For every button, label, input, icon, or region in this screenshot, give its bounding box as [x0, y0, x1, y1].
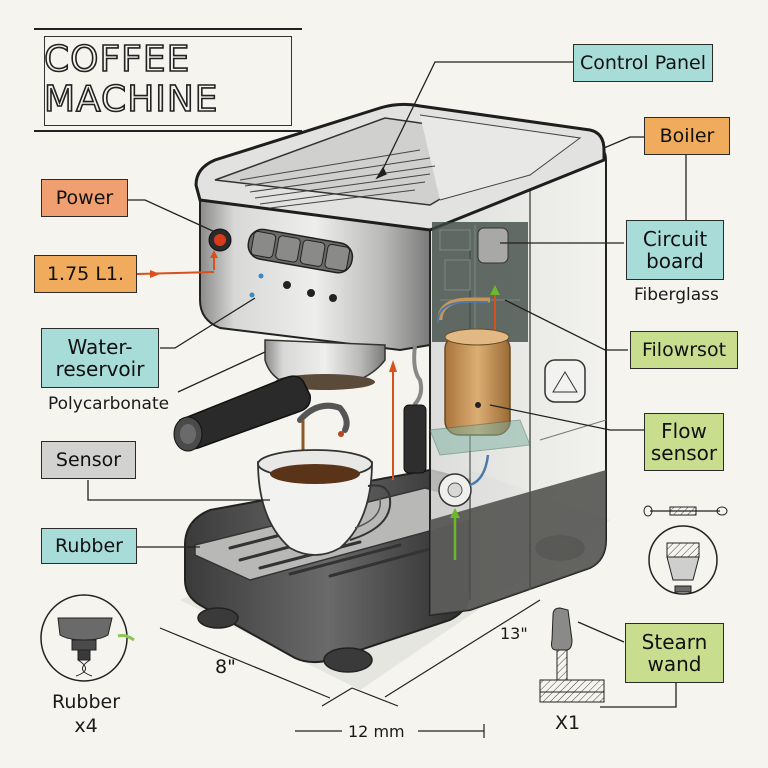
- rubber-foot-callout: [40, 594, 135, 682]
- label-rubber-text: Rubber: [54, 535, 123, 557]
- dim-depth-line: [159, 627, 331, 699]
- label-flow-sensor: Flow sensor: [644, 413, 724, 471]
- label-flowrsot-text: Filowrsot: [641, 339, 727, 361]
- label-capacity: 1.75 L1.: [34, 255, 137, 293]
- flow-sensor-valve: [438, 454, 490, 560]
- label-flow-sensor-text: Flow sensor: [650, 419, 718, 465]
- dim-width-label: 13": [500, 624, 528, 643]
- label-steam-wand: Stearn wand: [625, 623, 724, 683]
- label-power-text: Power: [55, 187, 114, 209]
- dimension-lines: [159, 599, 541, 738]
- leader-control-panel: [379, 61, 573, 176]
- flow-sensor-callout: [643, 505, 728, 595]
- rubber-feet-name: Rubber: [52, 691, 121, 713]
- internal-compartment: [432, 222, 528, 342]
- warning-sticker: [544, 359, 586, 403]
- label-flowrsot: Filowrsot: [630, 331, 738, 369]
- label-sensor-text: Sensor: [55, 449, 122, 471]
- steam-wand: [403, 344, 427, 474]
- steam-wand-callout: [539, 607, 605, 703]
- rubber-feet-caption: Rubber x4: [52, 690, 120, 738]
- circuit-board-chip: [477, 227, 509, 264]
- label-sensor: Sensor: [41, 441, 136, 479]
- steam-wand-qty: X1: [555, 712, 581, 734]
- label-rubber: Rubber: [41, 528, 137, 564]
- leader-steam-wand-base: [600, 678, 677, 708]
- dim-base-label: 12 mm: [348, 722, 405, 741]
- leader-control-panel-arrow: [375, 166, 387, 180]
- coffee-cup: [257, 449, 392, 556]
- title-frame-inner: [44, 36, 292, 126]
- label-circuit-board: Circuit board: [626, 220, 724, 280]
- orange-guide-arrow: [389, 360, 397, 372]
- label-power: Power: [41, 179, 128, 217]
- label-boiler: Boiler: [644, 117, 730, 155]
- control-panel: [208, 228, 354, 302]
- dim-width-line: [384, 599, 541, 698]
- title-line-1: COFFEE: [43, 39, 191, 81]
- leader-flowrsot: [504, 299, 628, 351]
- label-boiler-text: Boiler: [659, 125, 715, 147]
- portafilter: [173, 375, 350, 452]
- note-water-reservoir-material: Polycarbonate: [48, 394, 170, 414]
- dim-depth-label: 8": [215, 656, 236, 678]
- label-capacity-text: 1.75 L1.: [46, 263, 125, 285]
- label-water-reservoir-text: Water-reservoir: [55, 335, 145, 381]
- label-water-reservoir: Water-reservoir: [41, 328, 159, 388]
- power-button-led: [214, 234, 226, 246]
- title-frame: [34, 28, 302, 132]
- boiler-cylinder: [429, 328, 531, 456]
- leader-steam-wand: [577, 621, 625, 643]
- leader-water-reservoir: [160, 297, 256, 349]
- label-circuit-board-text: Circuit board: [642, 227, 708, 273]
- title-line-2: MACHINE: [43, 79, 219, 121]
- label-steam-wand-text: Stearn wand: [641, 630, 708, 676]
- label-control-panel: Control Panel: [573, 44, 713, 82]
- title-frame-outer: [34, 28, 302, 132]
- note-circuit-board-material: Fiberglass: [634, 285, 719, 305]
- leader-polycarbonate: [177, 351, 266, 393]
- rubber-feet-qty: x4: [74, 715, 98, 737]
- leader-lines: [87, 61, 687, 708]
- leader-sensor: [87, 480, 270, 501]
- leader-power: [127, 199, 216, 233]
- leader-flow-sensor: [489, 404, 644, 431]
- label-control-panel-text: Control Panel: [580, 52, 706, 74]
- diagram-title: COFFEE MACHINE: [43, 39, 284, 121]
- capacity-arrow: [136, 270, 215, 278]
